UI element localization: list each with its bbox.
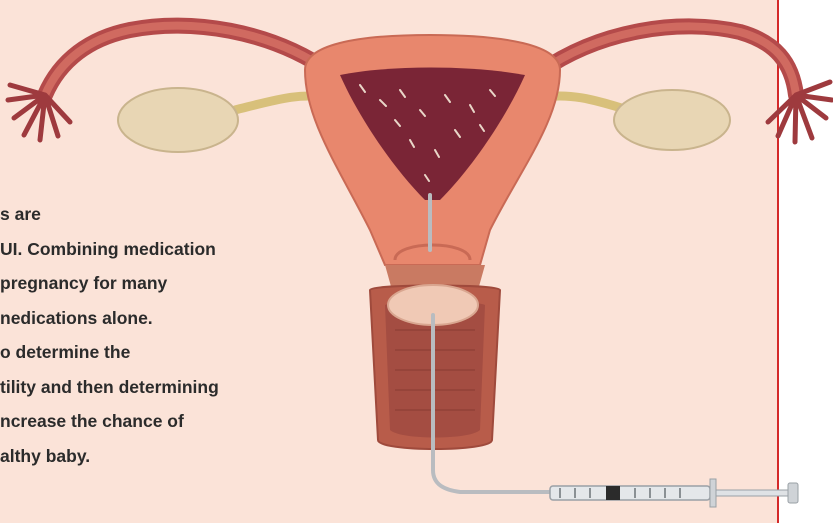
body-line: o determine the bbox=[0, 335, 330, 370]
body-paragraph: s are UI. Combining medication pregnancy… bbox=[0, 197, 330, 473]
body-line: althy baby. bbox=[0, 439, 330, 474]
syringe-icon bbox=[550, 479, 798, 507]
body-line: nedications alone. bbox=[0, 301, 330, 336]
body-line: s are bbox=[0, 197, 330, 232]
body-line: pregnancy for many bbox=[0, 266, 330, 301]
uterus-icon bbox=[305, 35, 560, 265]
right-ovary-icon bbox=[614, 90, 730, 150]
left-ovary-icon bbox=[118, 88, 238, 152]
body-line: ncrease the chance of bbox=[0, 404, 330, 439]
body-line: tility and then determining bbox=[0, 370, 330, 405]
body-line: UI. Combining medication bbox=[0, 232, 330, 267]
